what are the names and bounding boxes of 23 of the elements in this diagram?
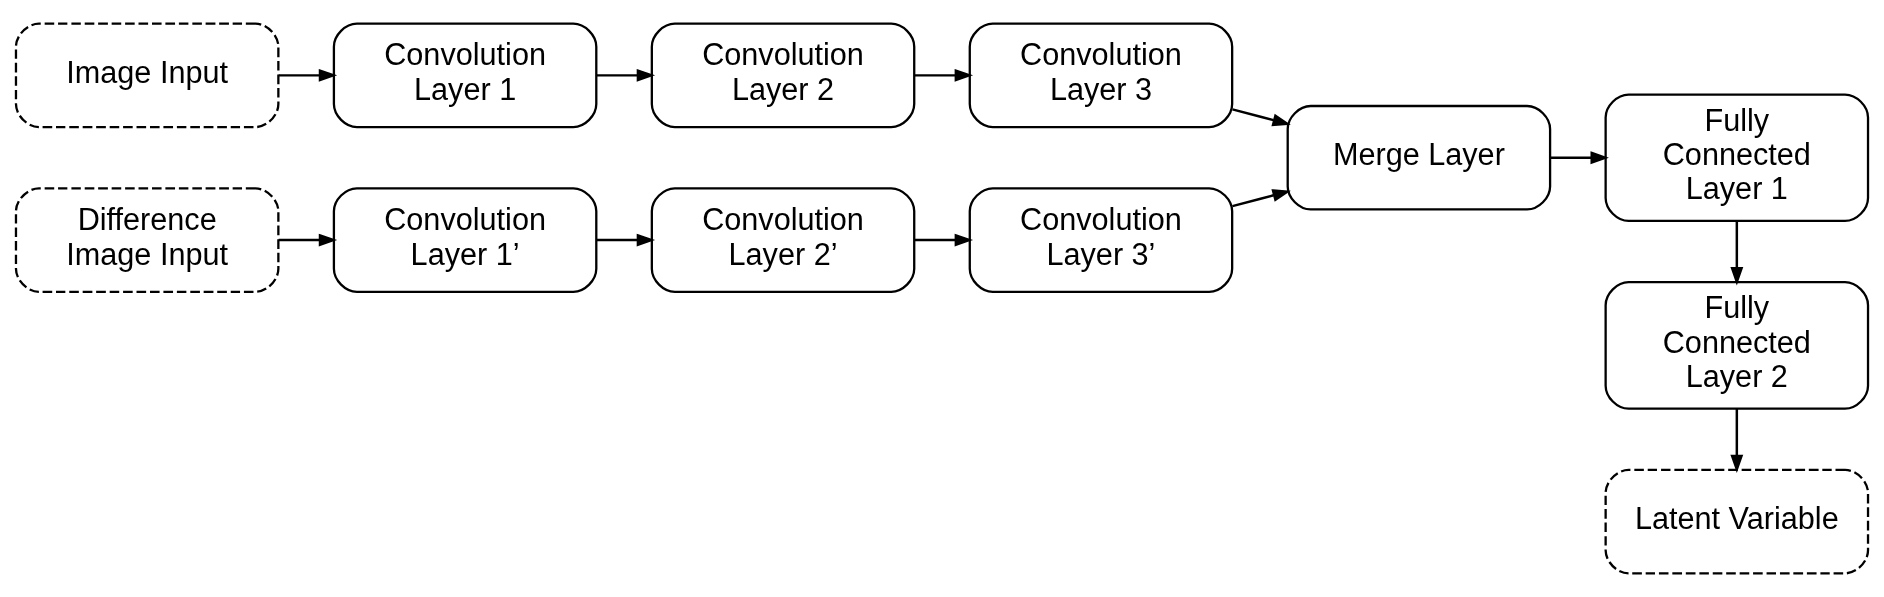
node-box: Convolution Layer 2’ (650, 187, 916, 293)
node-box: Convolution Layer 1’ (332, 187, 598, 293)
node-box: Difference Image Input (14, 187, 280, 293)
node-box: Convolution Layer 3’ (968, 187, 1234, 293)
node-box: Fully Connected Layer 2 (1604, 281, 1870, 410)
arrow (914, 68, 974, 82)
arrow (1730, 221, 1744, 286)
node-box: Convolution Layer 1 (332, 22, 598, 129)
arrow (596, 233, 656, 247)
node-box: Merge Layer (1286, 104, 1552, 211)
node-box: Convolution Layer 2 (650, 22, 916, 129)
arrow (1730, 408, 1744, 474)
arrow (278, 233, 338, 247)
arrow (1232, 189, 1291, 208)
arrow (914, 233, 974, 247)
arrow (596, 68, 656, 82)
node-box: Image Input (14, 22, 280, 129)
node-box: Latent Variable (1604, 468, 1870, 575)
node-box: Convolution Layer 3 (968, 22, 1234, 129)
node-box: Fully Connected Layer 1 (1604, 93, 1870, 223)
arrow (278, 68, 338, 82)
arrow (1550, 151, 1609, 165)
arrow (1232, 108, 1291, 127)
